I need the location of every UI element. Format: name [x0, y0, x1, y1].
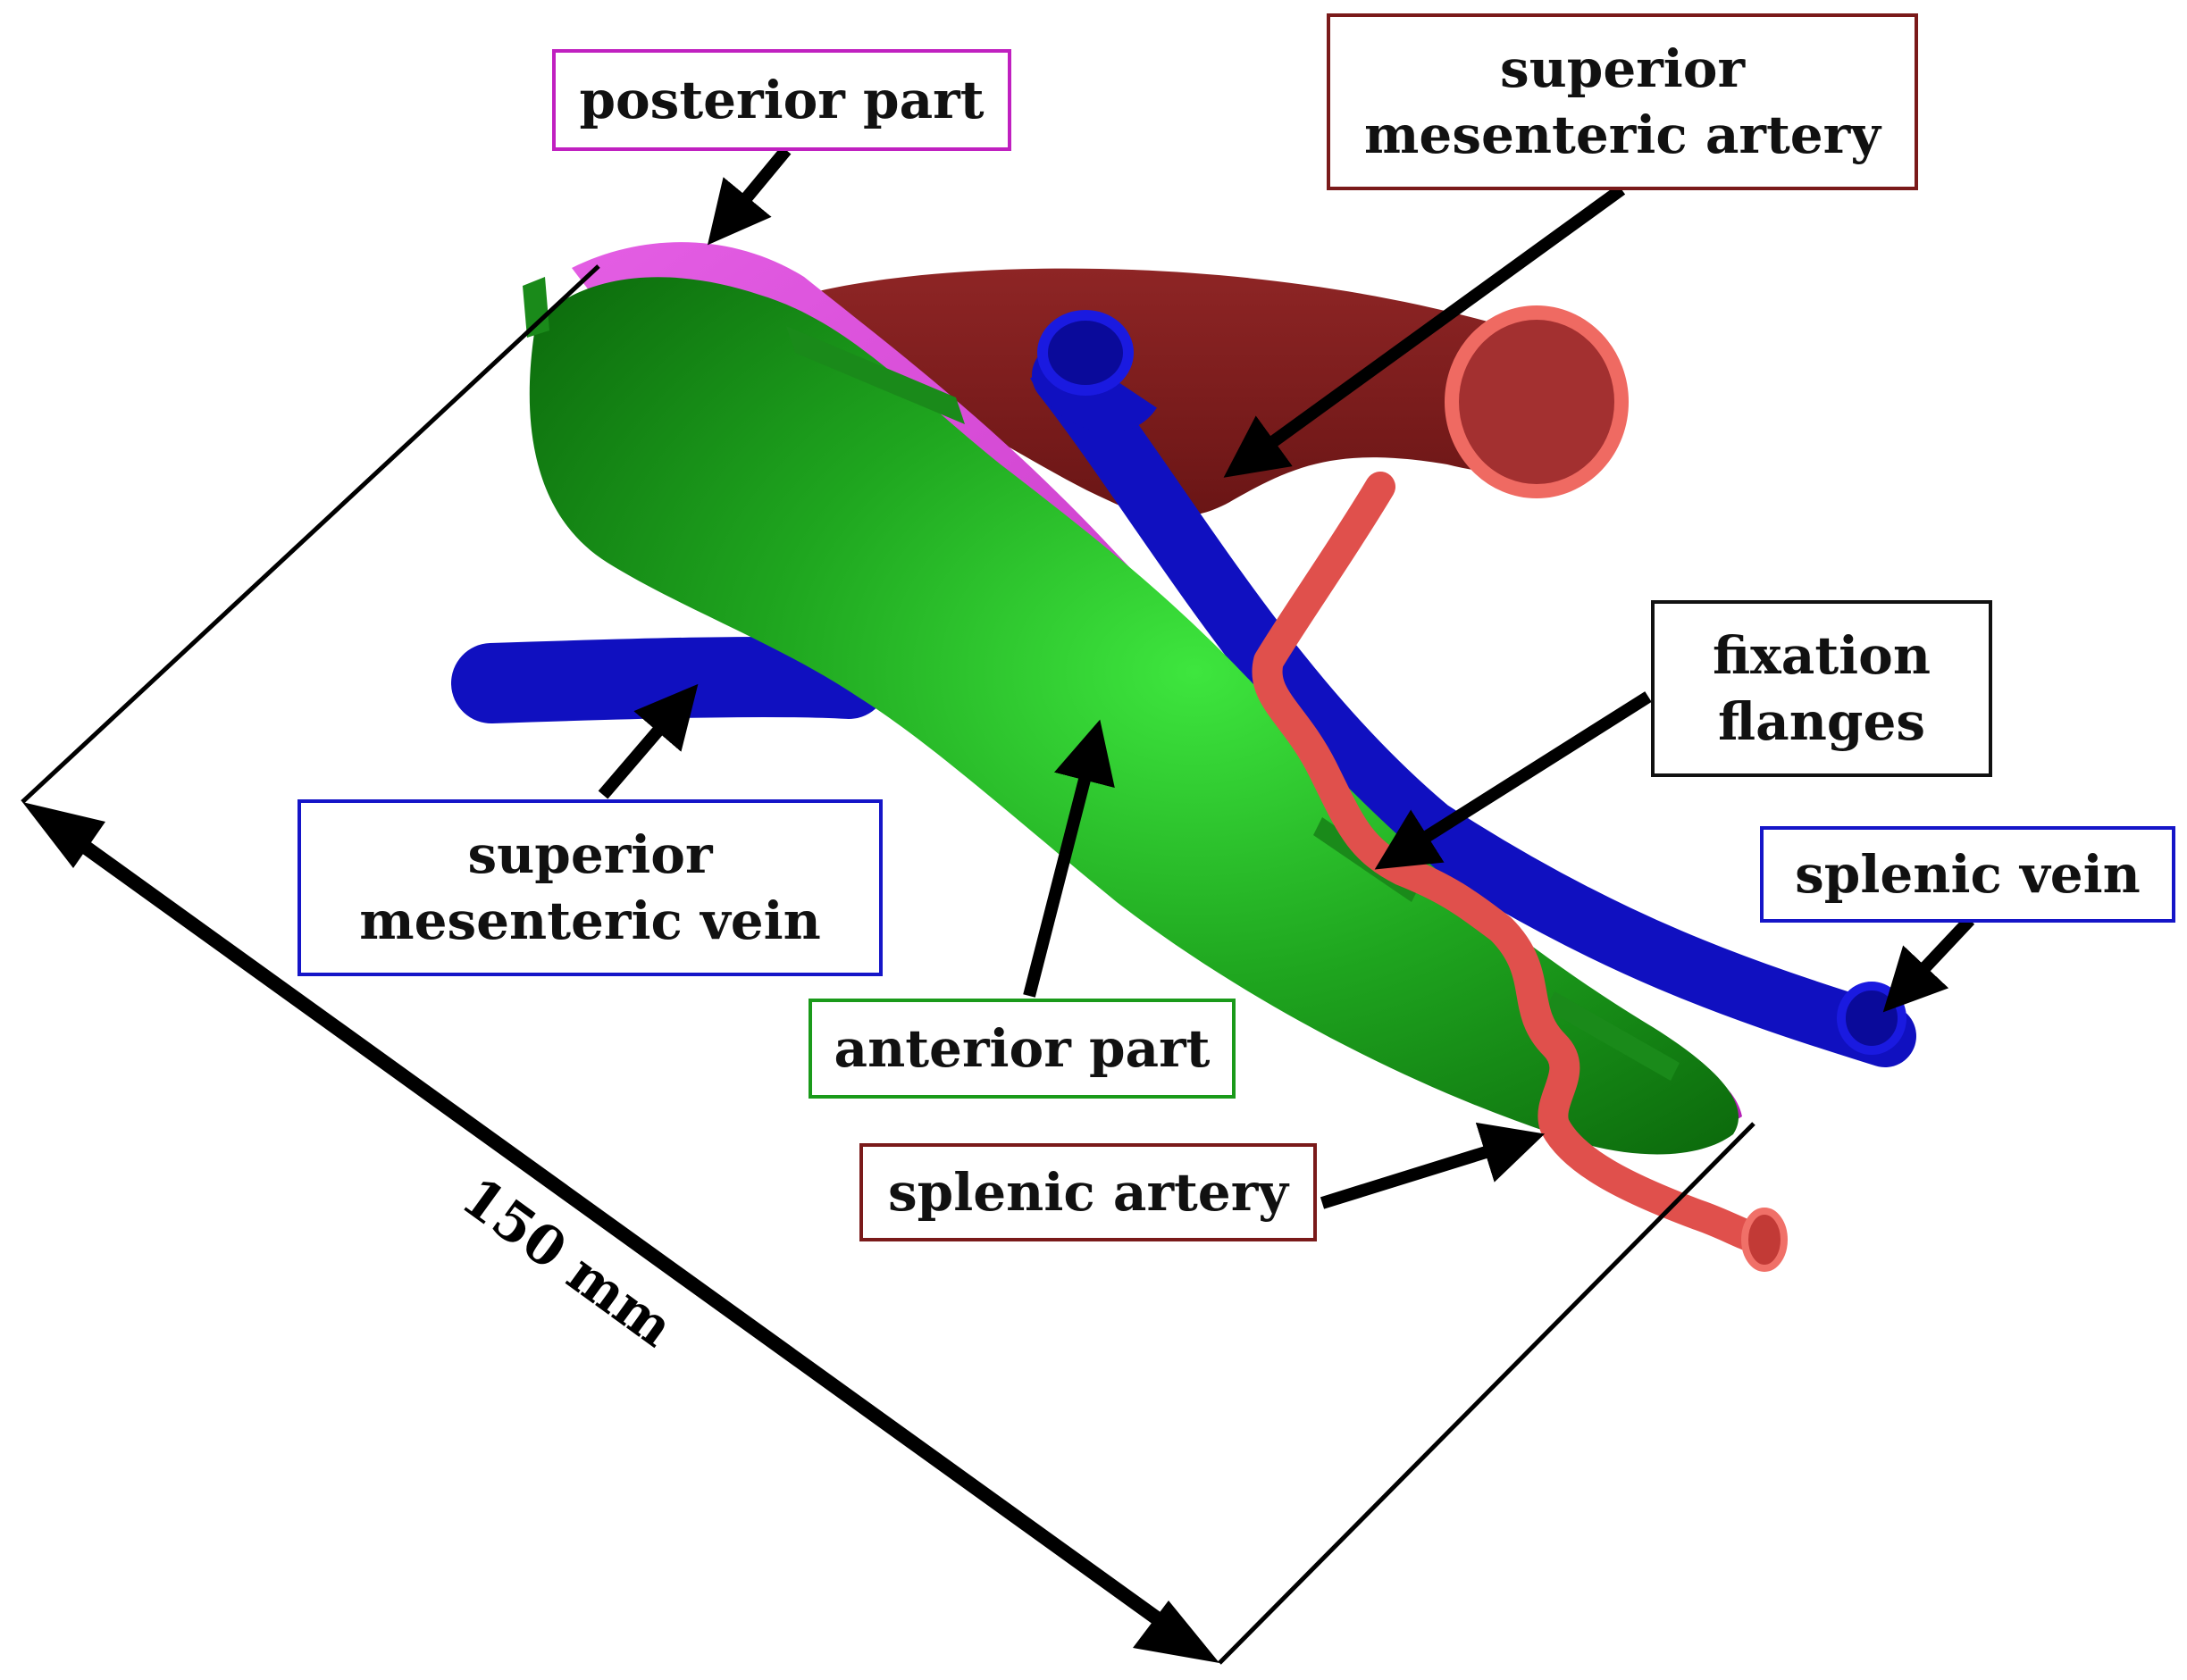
label-flanges-line-1: fixation — [1712, 624, 1931, 686]
label-sma-line-1: superior — [1499, 38, 1746, 99]
label-superior-mesenteric-vein: superior mesenteric vein — [297, 799, 883, 976]
label-superior-mesenteric-artery: superior mesenteric artery — [1327, 13, 1918, 190]
label-posterior-part: posterior part — [552, 49, 1011, 151]
label-smv-line-1: superior — [467, 823, 713, 885]
arrow-posterior-part — [707, 146, 792, 246]
dimension-arrowhead-left — [22, 802, 105, 868]
label-flanges-line-2: flanges — [1717, 691, 1926, 752]
arrow-superior-mesenteric-vein — [598, 683, 699, 799]
dimension-lines — [21, 264, 1755, 1665]
arrow-fixation-flanges — [1374, 691, 1652, 870]
dimension-arrowhead-right — [1133, 1601, 1219, 1663]
arrow-splenic-artery — [1320, 1122, 1546, 1209]
label-splenic-artery: splenic artery — [859, 1143, 1317, 1241]
label-posterior-part-text: posterior part — [579, 69, 985, 130]
label-smv-line-2: mesenteric vein — [359, 890, 821, 951]
label-sma-line-2: mesenteric artery — [1364, 104, 1881, 165]
label-anterior-part: anterior part — [809, 999, 1236, 1099]
arrow-superior-mesenteric-artery — [1223, 184, 1626, 478]
arrow-anterior-part — [1023, 719, 1115, 998]
superior-mesenteric-vein — [451, 636, 889, 723]
pointer-arrows — [598, 146, 1975, 1209]
anterior-part-shape — [529, 277, 1739, 1155]
label-splenic-vein-text: splenic vein — [1795, 843, 2141, 905]
label-splenic-vein: splenic vein — [1760, 826, 2175, 923]
arrow-splenic-vein — [1882, 915, 1975, 1013]
superior-mesenteric-artery — [804, 268, 1629, 517]
label-splenic-artery-text: splenic artery — [888, 1161, 1288, 1223]
label-anterior-part-text: anterior part — [834, 1017, 1211, 1079]
splenic-artery — [1252, 472, 1788, 1272]
label-fixation-flanges: fixation flanges — [1651, 600, 1992, 777]
